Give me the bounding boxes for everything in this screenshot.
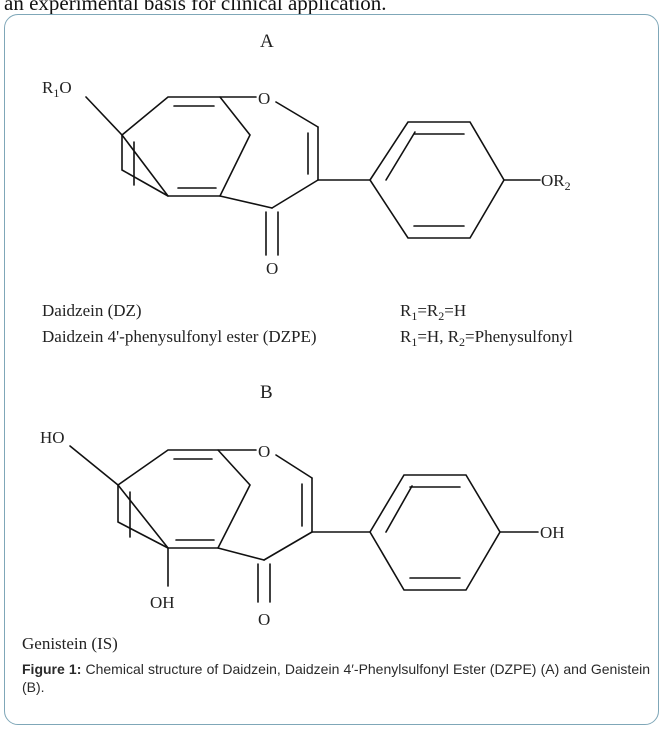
phenyl-ring-b — [369, 474, 501, 591]
phenyl-ring-a — [369, 121, 505, 239]
compound-name-dzpe: Daidzein 4'-phenysulfonyl ester (DZPE) — [42, 327, 317, 346]
panel-a-label: A — [260, 31, 274, 52]
pyrone-ring-bond — [217, 547, 265, 561]
r1o-bond — [85, 96, 123, 136]
oh4p-substituent-label: OH — [540, 523, 565, 542]
compound-substitution-dzpe: R1=H, R2=Phenysulfonyl — [400, 327, 573, 349]
ring-oxygen-label: O — [258, 442, 270, 461]
benzo-ring-b — [116, 449, 251, 549]
phenyl-ring-b-double-bond — [385, 485, 413, 533]
figure-caption: Figure 1: Chemical structure of Daidzein… — [22, 660, 650, 696]
carbonyl-oxygen-label: O — [258, 610, 270, 629]
structure-genistein: B HO OH O O OH — [40, 382, 565, 629]
r1o-substituent-label: R1O — [42, 78, 72, 100]
ho-bond — [69, 445, 119, 486]
panel-b-label: B — [260, 382, 273, 403]
oh5-substituent-label: OH — [150, 593, 175, 612]
preceding-paragraph-text: an experimental basis for clinical appli… — [4, 0, 387, 15]
figure-caption-text: Chemical structure of Daidzein, Daidzein… — [22, 661, 650, 695]
carbonyl-oxygen-label: O — [266, 259, 278, 278]
phenyl-ring-a-double-bond — [385, 131, 416, 181]
compound-name-dz: Daidzein (DZ) — [42, 301, 142, 320]
compound-name-genistein: Genistein (IS) — [22, 634, 118, 653]
compound-substitution-dz: R1=R2=H — [400, 301, 466, 323]
pyrone-ring-bond — [263, 531, 313, 561]
benzo-ring-b-edge — [117, 484, 169, 549]
pyrone-ring-bond — [219, 195, 273, 209]
figure-frame — [4, 14, 659, 725]
structure-daidzein: A R1O O O OR2 — [42, 31, 571, 278]
ho-substituent-label: HO — [40, 428, 65, 447]
pyrone-ring-bond — [271, 179, 319, 209]
figure-caption-label: Figure 1: — [22, 661, 82, 677]
ring-oxygen-label: O — [258, 89, 270, 108]
benzo-ring-a-edge — [121, 134, 169, 197]
pyrone-ring-bond — [275, 101, 319, 128]
pyrone-ring-bond — [275, 454, 313, 479]
or2-substituent-label: OR2 — [541, 171, 571, 193]
